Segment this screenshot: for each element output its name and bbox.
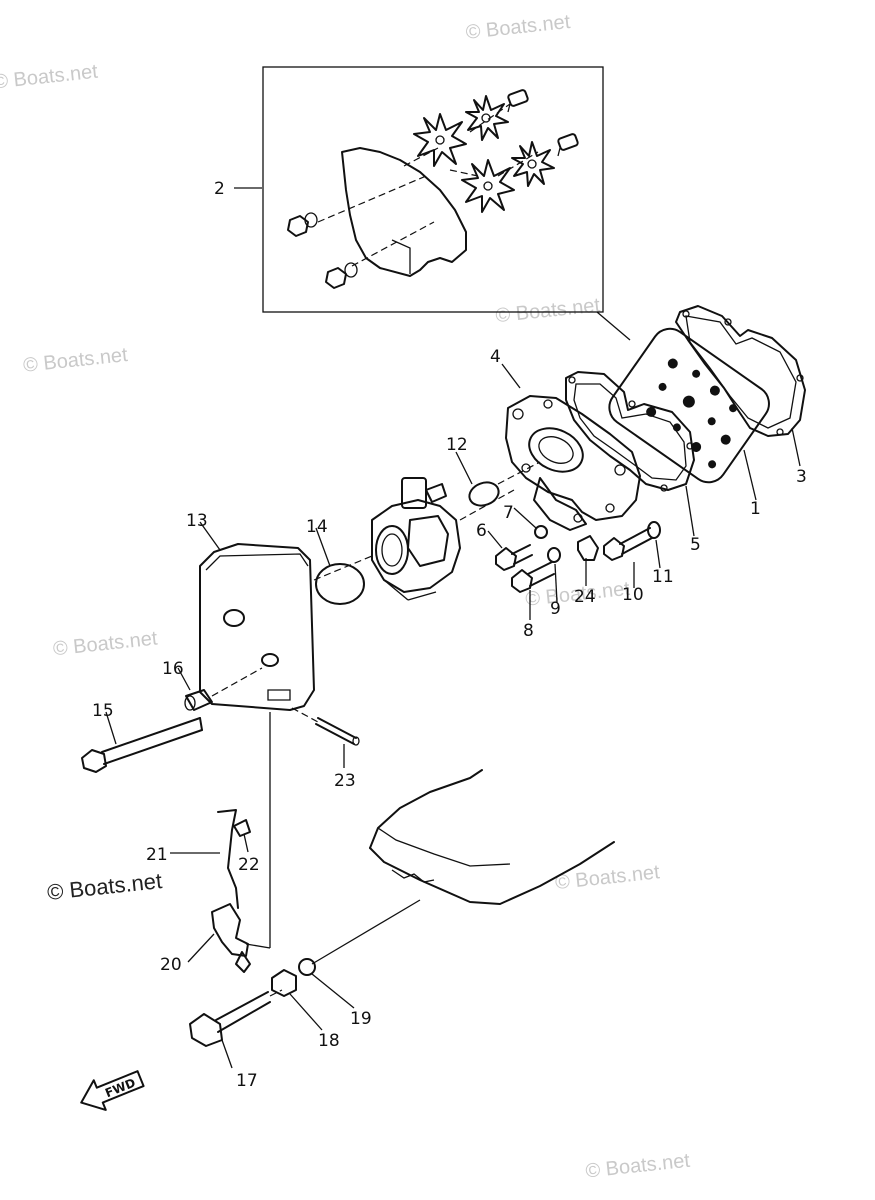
reed-plate [341,147,467,277]
clamp-24 [577,535,599,561]
bolt-15 [81,717,203,773]
callout-13: 13 [186,511,208,531]
fwd-arrow-icon: FWD [80,1070,145,1111]
callout-15: 15 [92,701,114,721]
callout-9: 9 [550,599,561,619]
intake-manifold [505,395,641,531]
nut [287,212,318,237]
callout-2: 2 [214,179,225,199]
engine-hood [369,769,615,905]
nut [325,262,358,289]
reed-petal-large [461,159,515,213]
callout-6: 6 [476,521,487,541]
callout-12: 12 [446,435,468,455]
air-silencer [199,543,315,711]
callout-16: 16 [162,659,184,679]
bolt-6 [495,544,533,571]
callout-24: 24 [574,587,596,607]
inset-connector [596,311,631,341]
watermark: © Boats.net [22,344,129,377]
o-ring-14 [315,563,365,605]
callout-20: 20 [160,955,182,975]
gasket-inner [565,371,695,492]
callout-17: 17 [236,1071,258,1091]
assembly-line [351,221,435,267]
washer-19 [298,958,316,976]
callout-5: 5 [690,535,701,555]
nut-18 [271,969,297,997]
choke-rod-21 [217,809,239,909]
clip-22 [233,819,251,837]
washer-7 [534,525,548,539]
valve-plate [608,327,770,484]
watermark: © Boats.net [584,1150,691,1183]
watermark: © Boats.net [52,627,159,660]
screw [557,133,579,157]
assembly-line [403,147,439,167]
callout-18: 18 [318,1031,340,1051]
reed-petal-large [413,113,467,167]
carburetor [371,477,461,601]
gasket-outer [675,305,806,437]
callout-11: 11 [652,567,674,587]
washer-9 [547,547,561,563]
leaders [105,187,801,1069]
choke-knob-17 [189,989,283,1047]
carb-top [401,477,427,509]
watermark: © Boats.net [0,61,99,94]
callout-19: 19 [350,1009,372,1029]
washer-11 [647,521,661,539]
callout-23: 23 [334,771,356,791]
watermark: © Boats.net [465,11,572,44]
callout-22: 22 [238,855,260,875]
collar-16 [184,689,213,711]
bolt-10 [603,527,653,561]
assembly-line [497,151,539,177]
watermark: © Boats.net [495,294,602,327]
watermark: © Boats.net [554,861,661,894]
reed-stopper [465,95,509,141]
reed-stopper [511,141,555,187]
assembly-line [291,707,319,723]
callout-3: 3 [796,467,807,487]
callout-10: 10 [622,585,644,605]
callout-1: 1 [750,499,761,519]
assembly-line [311,899,421,965]
callout-4: 4 [490,347,501,367]
assembly-line [497,461,541,485]
pin-23 [315,717,360,746]
bolt-8 [511,561,555,593]
assembly-line [211,667,263,697]
callout-8: 8 [523,621,534,641]
callout-21: 21 [146,845,168,865]
choke-lever-20 [211,903,251,973]
o-ring-12 [468,481,500,507]
inset-frame [262,66,604,313]
choke-line [245,943,271,949]
reed-plate-edge [391,239,411,274]
callouts: 1 2 3 4 5 6 7 8 9 10 11 12 13 14 15 16 1… [92,179,807,1091]
watermark-strong: © Boats.net [46,868,163,905]
watermarks: © Boats.net © Boats.net © Boats.net © Bo… [0,11,691,1200]
callout-14: 14 [306,517,328,537]
assembly-line [317,175,427,223]
callout-7: 7 [503,503,514,523]
reed-valve-inset [262,66,604,313]
assembly-line [449,169,479,177]
screw [507,89,529,113]
